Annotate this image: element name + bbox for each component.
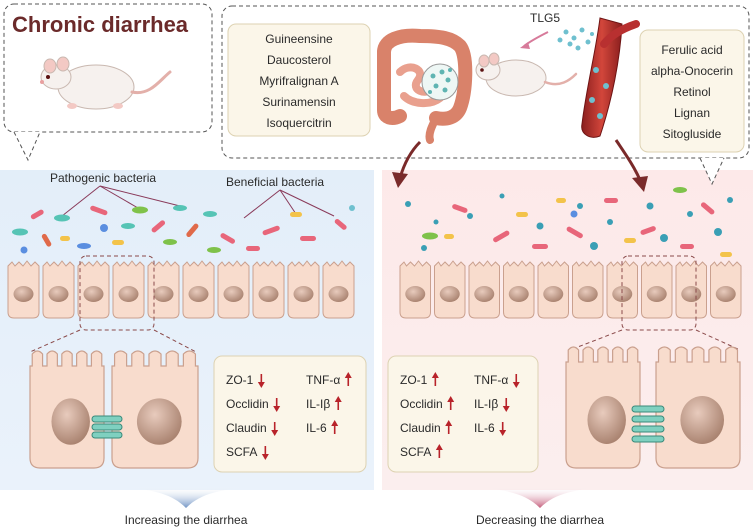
compound-right-4: Lignan [674, 106, 710, 120]
figure-title: Chronic diarrhea [12, 12, 189, 37]
arrow-up-icon [344, 372, 352, 386]
right-zoomed-cells [565, 346, 741, 469]
epithelial-cell [641, 260, 673, 319]
marker-label: SCFA [400, 445, 431, 459]
epithelial-cell [710, 260, 742, 319]
arrow-down-icon [502, 398, 510, 412]
marker-label: Claudin [226, 421, 267, 435]
epithelial-cell [287, 260, 320, 319]
arrow-up-icon [334, 396, 342, 410]
compound-right-5: Sitogluside [663, 127, 722, 141]
arrow-down-icon [499, 422, 507, 436]
arrow-down-icon [261, 446, 269, 460]
right-epithelium [399, 260, 742, 319]
marker-label: TNF-α [474, 373, 508, 387]
right-outcome-funnel [470, 486, 610, 508]
compound-left-3: Myrifralignan A [259, 74, 338, 88]
pathogenic-bacteria-label: Pathogenic bacteria [50, 171, 156, 185]
compound-right-1: Ferulic acid [661, 43, 722, 57]
left-outcome-label: Increasing the diarrhea [125, 513, 248, 527]
compound-left-2: Daucosterol [267, 53, 331, 67]
left-bacteria-field [12, 205, 355, 254]
epithelial-cell [503, 260, 535, 319]
tlg5-label: TLG5 [530, 11, 560, 25]
marker-label: IL-6 [306, 421, 327, 435]
arrow-up-icon [431, 372, 439, 386]
marker-label: IL-6 [474, 421, 495, 435]
rat-right-icon [475, 52, 578, 97]
marker-label: Occlidin [400, 397, 443, 411]
marker-label: Claudin [400, 421, 441, 435]
arrow-up-icon [447, 396, 455, 410]
left-zoom-region [79, 255, 155, 331]
left-outcome-funnel [116, 486, 256, 508]
epithelial-cell [572, 260, 604, 319]
right-marker-box [387, 355, 539, 473]
intestine-icon [377, 28, 473, 144]
epithelial-cell [252, 260, 285, 319]
rat-left-icon [40, 56, 172, 110]
arrow-up-icon [331, 420, 339, 434]
left-epithelium [7, 260, 355, 319]
arrow-up-icon [435, 444, 443, 458]
arrow-down-icon [271, 422, 279, 436]
compound-left-1: Guineensine [265, 32, 333, 46]
arrow-up-icon [445, 420, 453, 434]
epithelial-cell [322, 260, 355, 319]
bacteria-pointer-lines [61, 185, 335, 219]
compound-left-4: Surinamensin [262, 95, 335, 109]
tlg5-particles [557, 27, 594, 51]
title-frame-tail [13, 131, 41, 162]
compound-right-3: Retinol [673, 85, 710, 99]
marker-label: IL-Iβ [474, 397, 498, 411]
treatment-frame [221, 5, 750, 159]
right-tight-junction-icon [631, 405, 665, 443]
arrow-down-icon [512, 374, 520, 388]
epithelial-cell [217, 260, 250, 319]
arrow-down-icon [257, 374, 265, 388]
marker-label: TNF-α [306, 373, 340, 387]
marker-label: ZO-1 [400, 373, 428, 387]
epithelial-cell [434, 260, 466, 319]
epithelial-cell [182, 260, 215, 319]
zoomed-epithelial-cell [565, 346, 641, 469]
compounds-right-box [639, 29, 745, 153]
arrow-down-icon [273, 398, 281, 412]
blood-vessel-icon [581, 17, 640, 138]
right-zoom-region [621, 255, 697, 331]
beneficial-bacteria-label: Beneficial bacteria [226, 175, 324, 189]
compound-left-5: Isoquercitrin [266, 116, 331, 130]
zoomed-epithelial-cell [29, 350, 105, 469]
epithelial-cell [468, 260, 500, 319]
marker-label: ZO-1 [226, 373, 254, 387]
compound-right-2: alpha-Onocerin [651, 64, 733, 78]
marker-label: Occlidin [226, 397, 269, 411]
arrow-to-right-region [614, 139, 642, 181]
epithelial-cell [112, 260, 145, 319]
treatment-frame-tail [699, 157, 725, 186]
left-tight-junction-icon [91, 415, 123, 439]
title-frame [3, 3, 213, 133]
epithelial-cell [147, 260, 180, 319]
right-outcome-label: Decreasing the diarrhea [476, 513, 604, 527]
epithelial-cell [399, 260, 431, 319]
epithelial-cell [77, 260, 110, 319]
marker-label: SCFA [226, 445, 257, 459]
zoomed-epithelial-cell [655, 346, 741, 469]
epithelial-cell [675, 260, 707, 319]
epithelial-cell [537, 260, 569, 319]
epithelial-cell [7, 260, 40, 319]
left-zoomed-cells [29, 350, 199, 469]
left-marker-box [213, 355, 367, 473]
epithelial-cell [42, 260, 75, 319]
compounds-left-box [227, 23, 371, 137]
marker-label: IL-Iβ [306, 397, 330, 411]
zoomed-epithelial-cell [111, 350, 199, 469]
right-bacteria-field [405, 187, 733, 257]
